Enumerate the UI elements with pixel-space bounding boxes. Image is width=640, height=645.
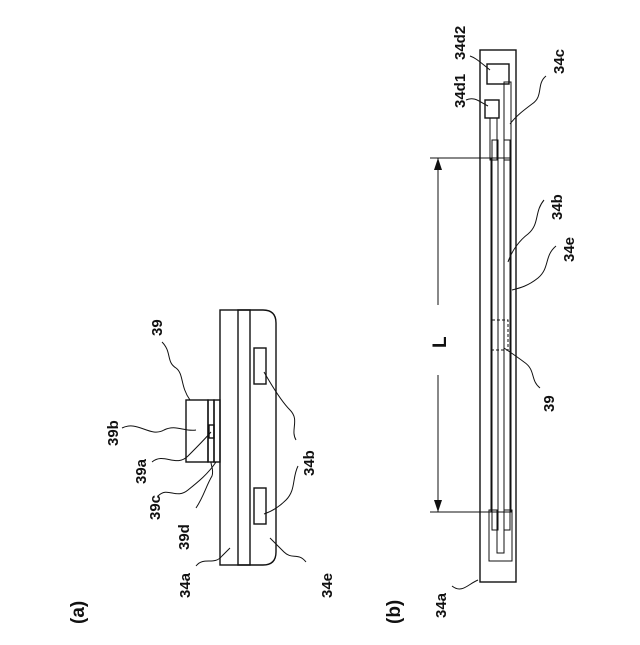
b-label-34b: 34b <box>549 194 566 220</box>
a-label-34a: 34a <box>177 572 194 598</box>
b-label-L: L <box>430 336 451 348</box>
a-leader-34b <box>264 372 296 440</box>
a-label-39b: 39b <box>105 420 122 446</box>
a-electrode-34b-1 <box>254 348 266 384</box>
a-leader-39c <box>158 462 216 496</box>
a-substrate-34a <box>220 310 250 565</box>
b-pad-34d1 <box>485 100 499 118</box>
b-electrode-34b-left <box>492 140 498 530</box>
labels: (a) 39 39b 39a 39c 39d 34a 34b 34e (b) 3… <box>68 26 578 624</box>
a-layer-39c <box>214 400 220 462</box>
b-label-39: 39 <box>541 395 558 412</box>
panel-a <box>122 310 306 566</box>
a-leader-39b <box>122 426 196 432</box>
a-leader-39 <box>162 342 190 400</box>
a-label-34e: 34e <box>319 573 336 598</box>
b-leader-34a <box>452 580 478 589</box>
a-label-39d: 39d <box>176 524 193 550</box>
a-panel-label: (a) <box>68 601 89 624</box>
b-element-39 <box>492 320 508 350</box>
b-label-34d1: 34d1 <box>452 74 469 108</box>
b-label-34c: 34c <box>551 49 568 74</box>
b-wire-34c-1 <box>490 118 497 160</box>
b-panel-label: (b) <box>384 600 405 624</box>
b-leader-34b <box>508 200 544 262</box>
a-leader-39d <box>196 462 213 508</box>
a-leader-34b-2 <box>264 466 298 514</box>
b-label-34a: 34a <box>433 592 450 618</box>
a-electrode-34b-2 <box>254 488 266 524</box>
b-leader-34e <box>512 246 556 290</box>
a-chip-39a <box>209 425 214 438</box>
panel-b <box>430 50 556 589</box>
b-electrode-34b-right <box>504 140 510 530</box>
b-label-34e: 34e <box>561 237 578 262</box>
b-arrowhead-top <box>434 158 442 170</box>
b-label-34d2: 34d2 <box>452 26 469 60</box>
a-leader-39a <box>152 432 211 462</box>
b-leader-39 <box>504 348 540 388</box>
a-label-39a: 39a <box>133 458 150 484</box>
a-label-39: 39 <box>149 319 166 336</box>
a-leader-34a <box>196 548 230 566</box>
b-pad-34d2 <box>487 64 509 84</box>
a-element-39b <box>186 400 208 462</box>
a-label-34b: 34b <box>301 450 318 476</box>
b-arrowhead-bottom <box>434 500 442 512</box>
a-label-39c: 39c <box>147 495 164 520</box>
